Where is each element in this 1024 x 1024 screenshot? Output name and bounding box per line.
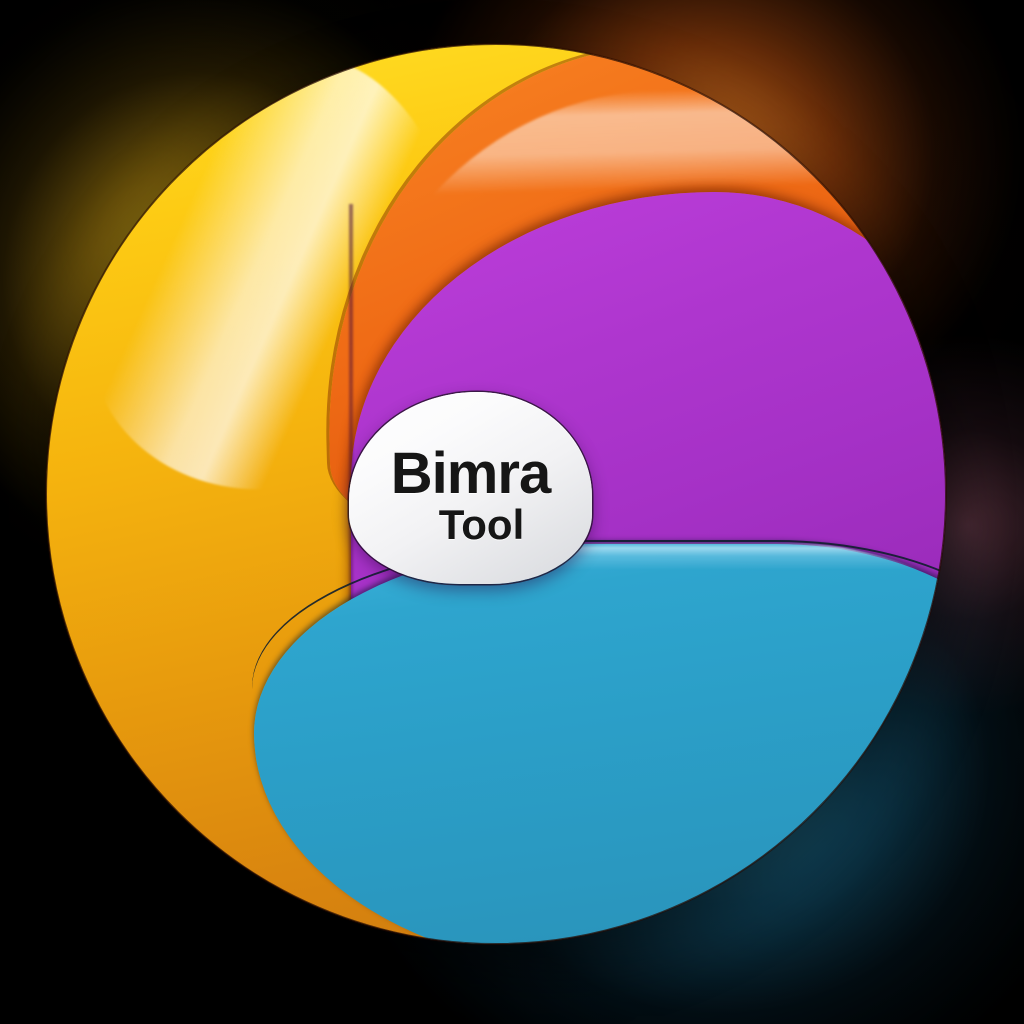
logo-primary-text: Bimra — [390, 441, 551, 507]
segment-blue — [254, 544, 946, 944]
segment-purple-edge — [349, 204, 353, 684]
logo-secondary-text: Tool — [438, 500, 525, 548]
logo-badge: Bimra Tool — [349, 392, 592, 584]
